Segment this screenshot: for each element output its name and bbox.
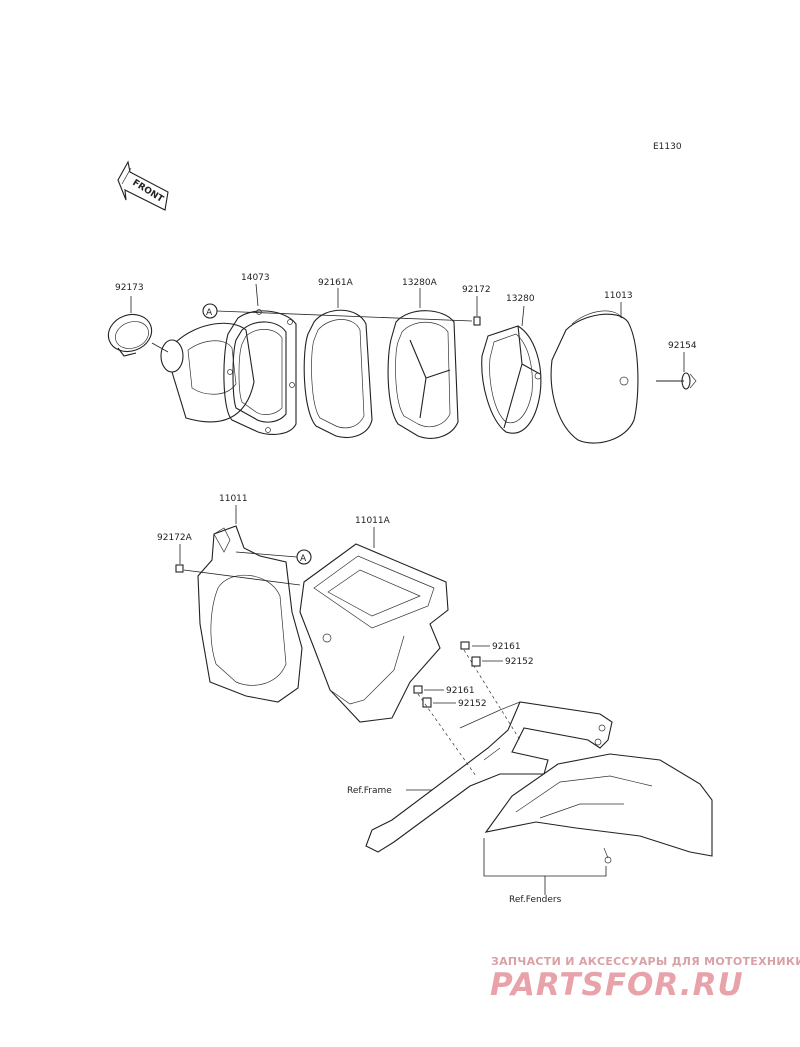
label-92173: 92173 (115, 283, 144, 293)
leader-a-upper (216, 310, 473, 322)
cover-11011 (197, 525, 303, 703)
label-92152-a: 92152 (505, 657, 534, 667)
bolt-92154 (656, 372, 697, 390)
leader-clamp (151, 342, 169, 353)
foam-element-11013 (550, 310, 639, 444)
watermark-subtitle: ЗАПЧАСТИ И АКСЕССУАРЫ ДЛЯ МОТОТЕХНИКИ (491, 955, 800, 968)
label-92172A: 92172A (157, 533, 193, 543)
label-92161-b: 92161 (446, 686, 475, 696)
air-duct (160, 322, 255, 423)
screw-92172A (175, 564, 184, 573)
label-13280A: 13280A (402, 278, 438, 288)
label-92154: 92154 (668, 341, 697, 351)
subframe (365, 701, 613, 853)
cage-13280A (387, 310, 459, 439)
leader-13280 (521, 305, 525, 327)
label-ref-fenders: Ref.Fenders (509, 895, 562, 905)
screw-92172 (473, 316, 481, 326)
label-92161A: 92161A (318, 278, 354, 288)
front-arrow-icon: FRONT (117, 160, 169, 211)
label-92161-a: 92161 (492, 642, 521, 652)
label-92152-b: 92152 (458, 699, 487, 709)
callout-a-lower-label: A (300, 554, 307, 564)
leader-screw-cover (183, 569, 301, 586)
grommet-92161-b (413, 685, 423, 694)
air-box-11011A (299, 543, 449, 723)
leader-14073 (255, 283, 259, 307)
collar-92152-a (471, 656, 481, 667)
label-11013: 11013 (604, 291, 633, 301)
rear-fender (484, 753, 713, 864)
holder-14073 (223, 309, 297, 435)
clamp-92173 (107, 313, 153, 357)
label-11011: 11011 (219, 494, 248, 504)
leader-ref-fenders (483, 838, 607, 877)
label-92172: 92172 (462, 285, 491, 295)
label-ref-frame: Ref.Frame (347, 786, 392, 796)
filter-13280 (481, 325, 542, 434)
leader-a-lower (235, 551, 298, 558)
diagram-code: E1130 (653, 142, 682, 152)
label-14073: 14073 (241, 273, 270, 283)
mount-lines (417, 649, 521, 777)
watermark-brand: PARTSFOR.RU (490, 967, 744, 1003)
collar-92152-b (422, 697, 432, 708)
gasket-92161A (303, 309, 373, 438)
grommet-92161-a (460, 641, 470, 650)
label-11011A: 11011A (355, 516, 391, 526)
label-13280: 13280 (506, 294, 535, 304)
callout-a-upper-label: A (206, 308, 213, 318)
